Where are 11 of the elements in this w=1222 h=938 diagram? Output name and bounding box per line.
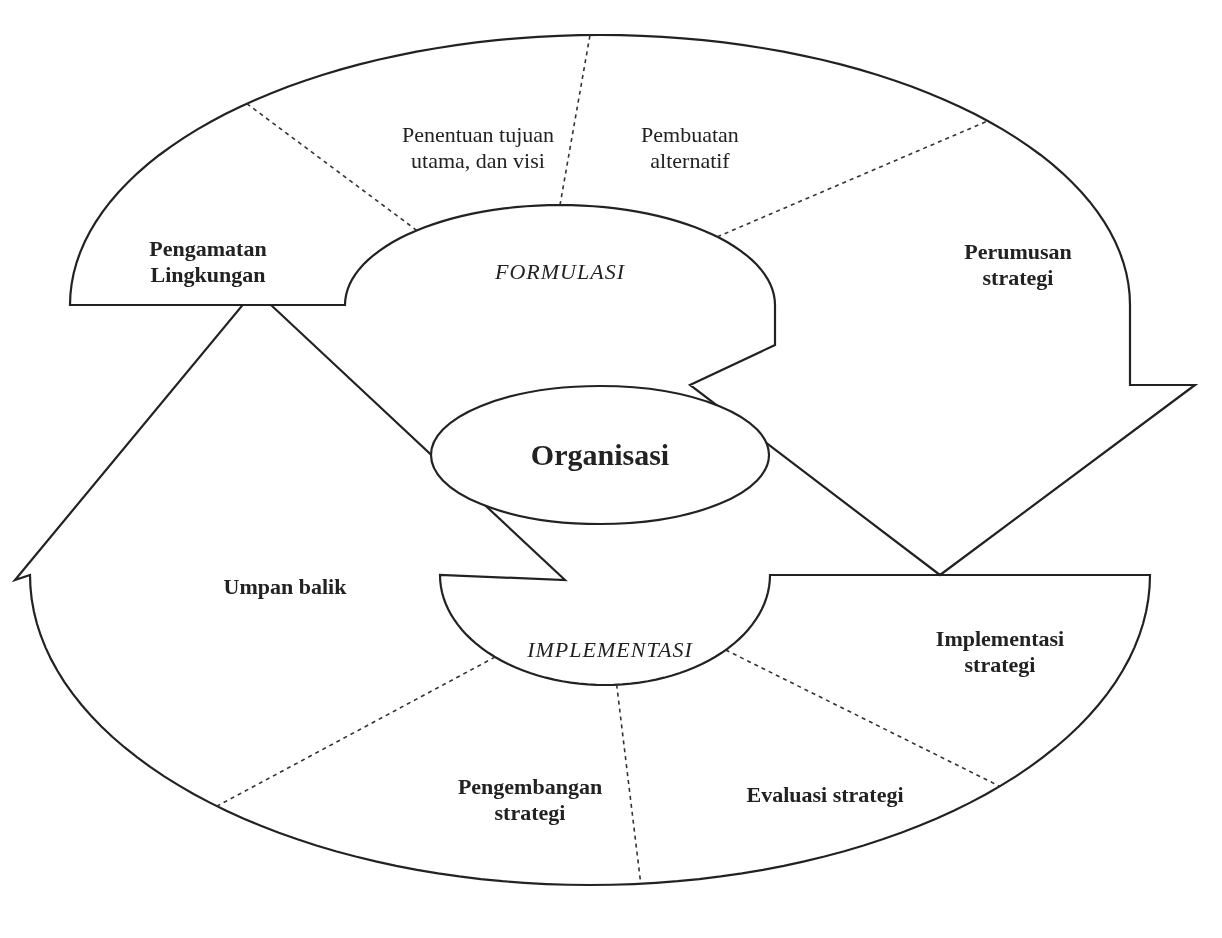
center-label: Organisasi — [529, 437, 671, 473]
step-label: Pengamatan Lingkungan — [148, 235, 268, 289]
step-label: Perumusan strategi — [963, 238, 1073, 292]
step-label: Umpan balik — [222, 573, 348, 601]
step-label: Implementasi strategi — [934, 625, 1066, 679]
step-label: Pengembangan strategi — [456, 773, 604, 827]
phase-label: IMPLEMENTASI — [526, 636, 694, 664]
step-label: Evaluasi strategi — [745, 781, 905, 809]
phase-label: FORMULASI — [494, 258, 626, 286]
step-label: Pembuatan alternatif — [640, 121, 740, 175]
step-label: Penentuan tujuan utama, dan visi — [400, 121, 556, 175]
